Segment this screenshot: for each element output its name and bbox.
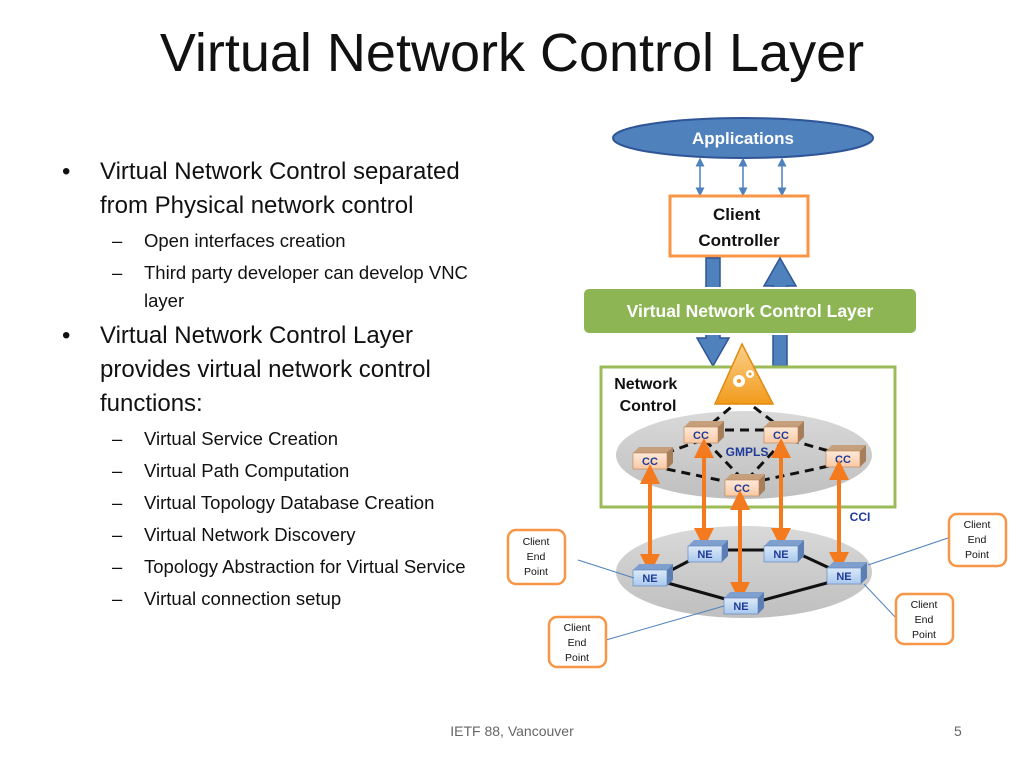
ne-links: [663, 548, 839, 604]
bullet-text: Virtual Network Control separated from P…: [100, 158, 460, 219]
controller-triangle: [713, 342, 775, 405]
sub-bullet-item: –Virtual Path Computation: [112, 460, 350, 481]
app-controller-arrows: [695, 157, 787, 197]
client-controller-line: Controller: [698, 231, 780, 250]
vnc-layer-label: Virtual Network Control Layer: [627, 301, 874, 321]
sub-bullet-item: –Virtual connection setup: [112, 588, 342, 609]
bullet-item: •Virtual Network Control Layer provides …: [62, 322, 431, 417]
vnc-layer-bar: [582, 287, 918, 335]
client-controller-label: Client Controller: [698, 205, 780, 250]
ne-label: NE: [733, 601, 748, 613]
cc-node: CC: [763, 421, 804, 444]
sub-bullet-item: –Third party developer can develop VNC l…: [112, 262, 468, 311]
cc-label: CC: [734, 483, 750, 495]
sub-bullet-item: –Virtual Service Creation: [112, 428, 338, 449]
client-controller-line: Client: [713, 205, 761, 224]
sub-bullet-text: Virtual Network Discovery: [144, 524, 356, 545]
cci-label: CCI: [850, 510, 871, 524]
cc-label: CC: [642, 456, 658, 468]
ne-node: NE: [632, 564, 673, 587]
ne-label: NE: [697, 549, 712, 561]
cc-label: CC: [773, 430, 789, 442]
sub-bullet-text: Virtual Service Creation: [144, 428, 338, 449]
sub-bullet-text: Virtual Path Computation: [144, 460, 350, 481]
network-control-line: Control: [620, 398, 677, 415]
network-control-label: Network Control: [614, 376, 682, 415]
endpoint-links: [577, 537, 949, 641]
ne-label: NE: [836, 571, 851, 583]
cci-arrows: [640, 438, 849, 602]
cc-label: CC: [835, 454, 851, 466]
sub-bullet-text: Virtual Topology Database Creation: [144, 492, 435, 513]
slide-footer: IETF 88, Vancouver: [450, 723, 574, 739]
sub-bullet-item: –Topology Abstraction for Virtual Servic…: [112, 556, 466, 577]
page-number: 5: [954, 723, 962, 739]
data-plane-ellipse: [616, 526, 872, 618]
sub-bullet-text: Third party developer can develop VNC la…: [144, 262, 468, 311]
sub-bullet-item: –Virtual Topology Database Creation: [112, 492, 435, 513]
cc-node: CC: [683, 421, 724, 444]
bullet-text: Virtual Network Control Layer provides v…: [100, 322, 431, 417]
gmpls-label: GMPLS: [726, 445, 769, 459]
applications-node: [612, 117, 874, 159]
network-control-line: Network: [614, 376, 677, 393]
ne-node: NE: [826, 562, 867, 585]
slide-title: Virtual Network Control Layer: [159, 23, 865, 83]
cc-label: CC: [693, 430, 709, 442]
ne-node: NE: [763, 540, 804, 563]
sub-bullet-item: –Open interfaces creation: [112, 230, 346, 251]
bullet-item: •Virtual Network Control separated from …: [62, 158, 460, 219]
sub-bullet-item: –Virtual Network Discovery: [112, 524, 356, 545]
network-control-box: [599, 365, 897, 509]
cc-node: CC: [825, 445, 866, 468]
sub-bullet-text: Open interfaces creation: [144, 230, 346, 251]
cc-node: CC: [632, 447, 673, 470]
ne-node: NE: [687, 540, 728, 563]
gmpls-links: [651, 396, 844, 486]
up-block-arrow: [762, 256, 798, 367]
cc-node: CC: [724, 474, 765, 497]
down-block-arrow: [695, 257, 731, 368]
applications-label: Applications: [692, 129, 794, 148]
bullet-list: •Virtual Network Control separated from …: [62, 155, 502, 617]
sub-bullet-text: Topology Abstraction for Virtual Service: [144, 556, 466, 577]
sub-bullet-text: Virtual connection setup: [144, 588, 342, 609]
client-controller-box: [668, 194, 810, 258]
ne-label: NE: [642, 573, 657, 585]
ne-label: NE: [773, 549, 788, 561]
control-plane-ellipse: [616, 411, 872, 499]
ne-node: NE: [723, 592, 764, 615]
gear-icon: [733, 370, 754, 387]
